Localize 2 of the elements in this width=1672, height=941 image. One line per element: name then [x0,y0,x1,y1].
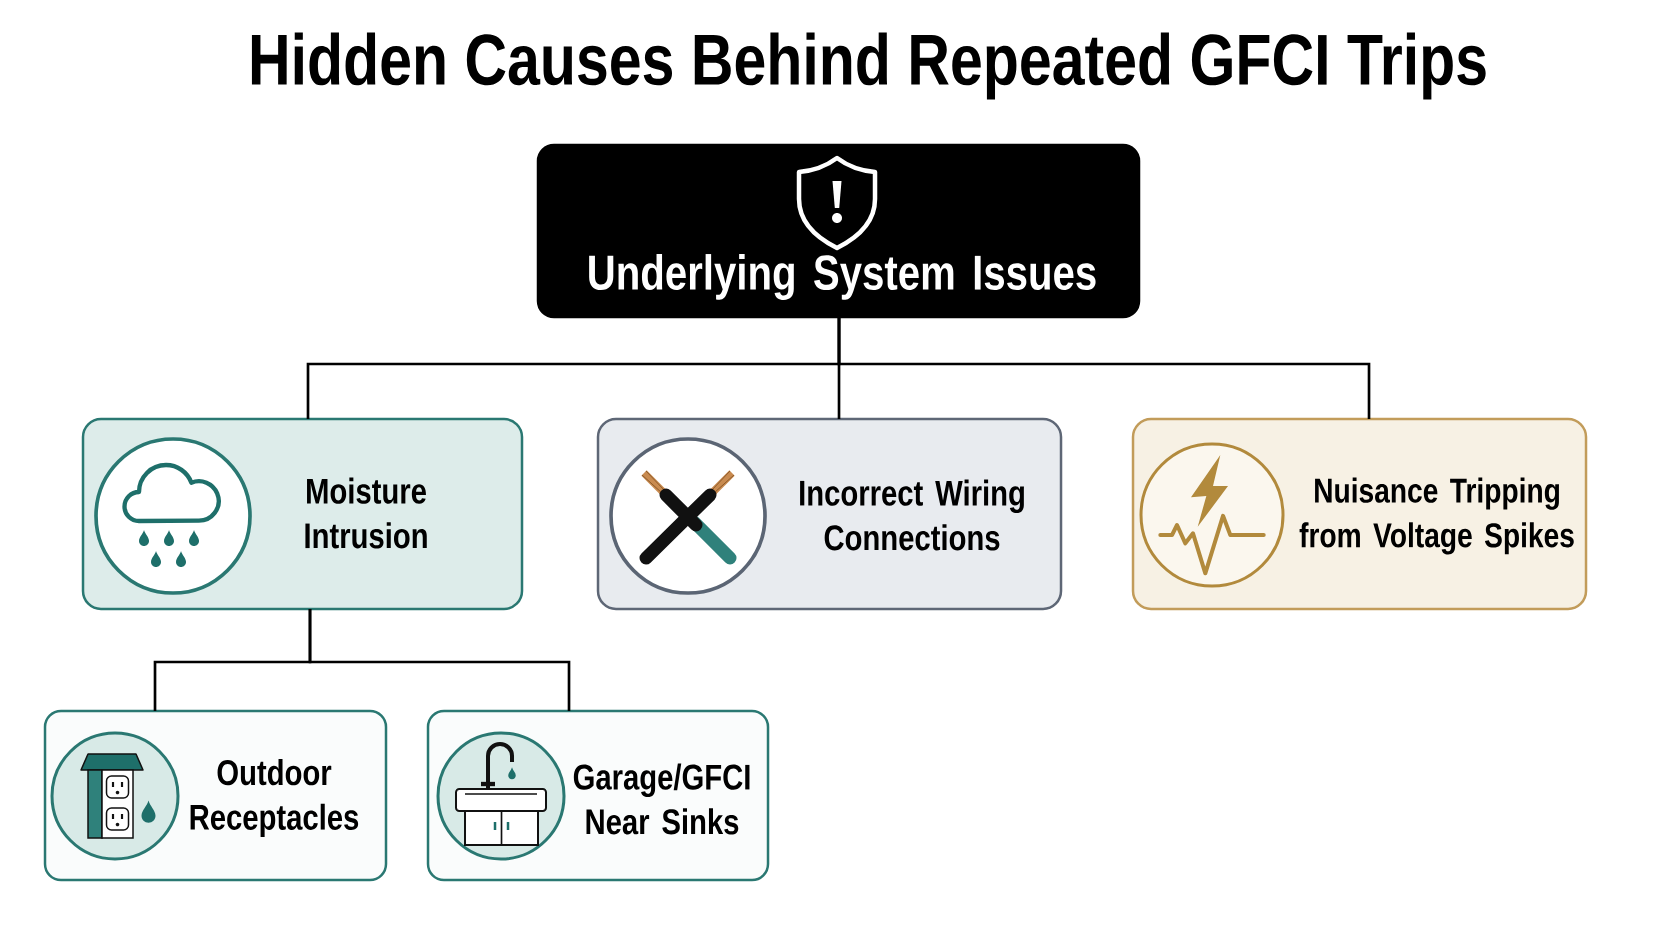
header-box: Underlying System Issues [536,143,1141,319]
title: Hidden Causes Behind Repeated GFCI Trips [251,32,1486,100]
